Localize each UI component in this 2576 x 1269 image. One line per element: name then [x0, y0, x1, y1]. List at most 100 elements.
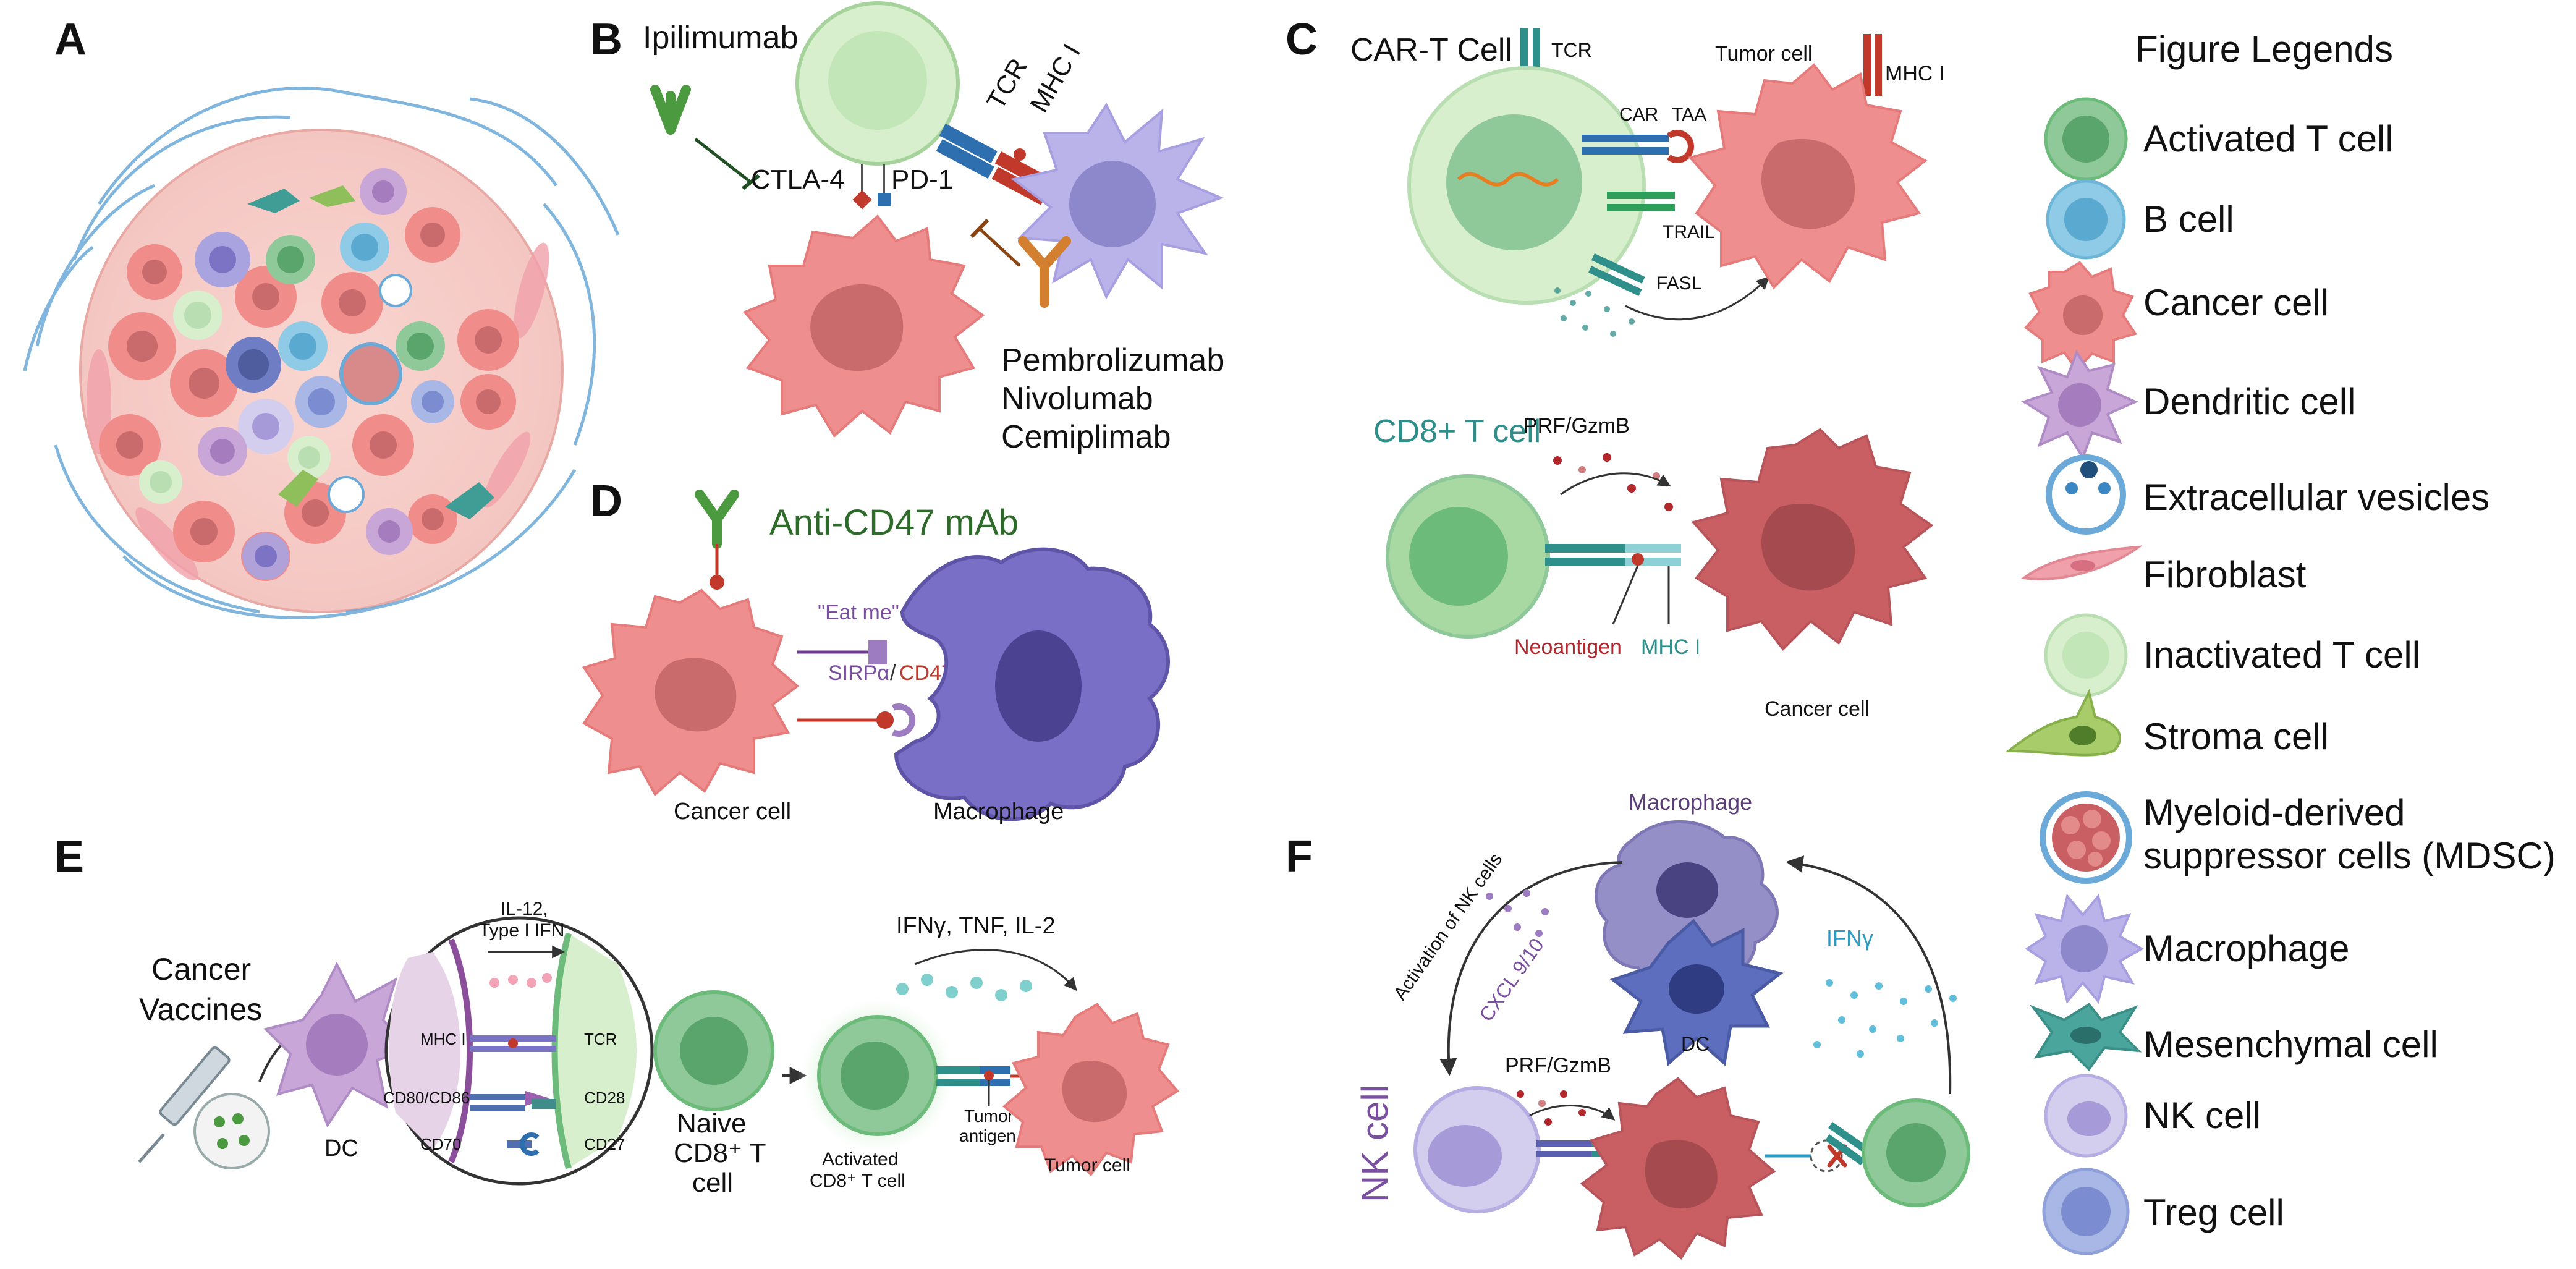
stroma-cell-a2 — [278, 470, 318, 507]
tcr-receptor-f — [1825, 1122, 1868, 1165]
naive-nucleus — [680, 1017, 748, 1085]
panel-letter-d: D — [590, 477, 622, 526]
dc-nucleus-e — [306, 1014, 368, 1076]
ctla4-receptor-icon — [852, 190, 872, 210]
legend-label-treg-cell: Treg cell — [2143, 1192, 2284, 1233]
granule-dots-f — [1517, 1090, 1586, 1126]
tumor-antigen-label-1: Tumor — [964, 1106, 1014, 1126]
legend-item-b-cell: B cell — [2046, 179, 2234, 260]
t-cell-nucleus-b — [828, 31, 927, 130]
panel-d: D Anti-CD47 mAb "Eat me" SIRPα / CD47 Ca… — [582, 477, 1170, 825]
cytokine-dots-e — [489, 973, 552, 988]
legend-item-extracellular-vesicles: Extracellular vesicles — [2046, 454, 2489, 535]
neoantigen-label: Neoantigen — [1514, 635, 1622, 659]
legend-item-stroma-cell: Stroma cell — [2005, 689, 2329, 757]
cart-cell-label: CAR-T Cell — [1350, 32, 1512, 68]
mesenchymal-cell-a1 — [247, 189, 300, 213]
tumor-cell-label-e: Tumor cell — [1044, 1155, 1130, 1176]
granule-dots-c — [1554, 287, 1635, 337]
panel-e: E Cancer Vaccines DC IL-12, Type I IFN M… — [54, 832, 1180, 1198]
immune-cells-cluster — [139, 168, 494, 580]
panel-c: C CAR-T Cell TCR CAR TAA TRAIL FASL Tum — [1286, 15, 1944, 721]
anti-cd47-antibody-icon — [695, 490, 739, 549]
car-gene-icon — [1457, 172, 1559, 187]
cxcl-label: CXCL 9/10 — [1475, 934, 1548, 1025]
panel-a: A — [23, 15, 620, 619]
legend-item-dendritic-cell: Dendritic cell — [2021, 349, 2355, 460]
legend-item-inactivated-t-cell: Inactivated T cell — [2044, 613, 2420, 697]
calreticulin-icon — [868, 640, 887, 664]
ipilimumab-label: Ipilimumab — [643, 20, 798, 56]
mdsc-in-tumor — [339, 342, 402, 405]
panel-b: B Ipilimumab CTLA-4 PD-1 TCR MHC I — [590, 1, 1224, 455]
eat-me-label: "Eat me" — [818, 601, 899, 624]
sirpa-label: SIRPα — [828, 661, 889, 685]
dc-label-e: DC — [324, 1135, 358, 1161]
legend-label-inactivated-t-cell: Inactivated T cell — [2143, 634, 2420, 676]
figure-legend: Figure Legends Activated T cell B cell C… — [2005, 28, 2556, 1255]
legend-title: Figure Legends — [2135, 28, 2393, 70]
cd70-label-e: CD70 — [420, 1135, 461, 1153]
car-label: CAR — [1619, 104, 1658, 125]
mhc-label-e: MHC I — [420, 1030, 466, 1048]
tcr-tumor-antigen-e — [936, 1066, 1044, 1086]
cancer-vaccines-label-1: Cancer — [151, 952, 251, 987]
naive-label-1: Naive — [677, 1108, 747, 1139]
panel-letter-c: C — [1286, 15, 1318, 64]
pd1-blocker-antibody-icon — [1018, 236, 1071, 308]
legend-label-dendritic-cell: Dendritic cell — [2143, 381, 2355, 422]
stroma-cell-a1 — [309, 185, 355, 207]
legend-item-cancer-cell: Cancer cell — [2024, 261, 2329, 372]
legend-label-stroma-cell: Stroma cell — [2143, 716, 2329, 757]
prf-gzmb-label-f: PRF/GzmB — [1505, 1054, 1611, 1077]
cd47-ligand-icon — [876, 711, 894, 729]
nk-cell-label: NK cell — [1354, 1085, 1396, 1202]
sirpa-receptor-icon — [891, 703, 916, 737]
cancer-nucleus-f — [1645, 1140, 1718, 1208]
synapse-receptors-e — [470, 1035, 556, 1156]
naive-label-3: cell — [692, 1168, 733, 1198]
mhc-label-cd8: MHC I — [1641, 635, 1700, 659]
legend-item-mdsc: Myeloid-derived suppressor cells (MDSC) — [2040, 791, 2556, 884]
fasl-receptor-icon — [1588, 253, 1645, 296]
dc-nucleus-f — [1669, 964, 1724, 1014]
legend-label-activated-t-cell: Activated T cell — [2143, 118, 2394, 159]
granule-dots-cd8 — [1553, 453, 1673, 511]
cd27-label-e: CD27 — [584, 1135, 625, 1153]
t-cell-nucleus-f — [1886, 1123, 1946, 1182]
cancer-nucleus-c — [1761, 503, 1855, 591]
activated-label-2: CD8⁺ T cell — [810, 1171, 905, 1191]
legend-item-treg-cell: Treg cell — [2042, 1168, 2284, 1255]
legend-item-nk-cell: NK cell — [2044, 1074, 2261, 1158]
panel-f: F Macrophage DC Activation of NK cells C… — [1286, 789, 1970, 1260]
slash-label: / — [890, 661, 896, 685]
cytokine-label-e: IFNγ, TNF, IL-2 — [896, 913, 1056, 939]
drug-label-3: Cemiplimab — [1001, 419, 1171, 455]
anti-cd47-label: Anti-CD47 mAb — [769, 503, 1019, 543]
prf-gzmb-label-c: PRF/GzmB — [1523, 414, 1630, 438]
taa-label: TAA — [1672, 104, 1706, 125]
macrophage-nucleus-d — [995, 630, 1082, 742]
legend-item-activated-t-cell: Activated T cell — [2044, 97, 2394, 181]
panel-letter-a: A — [54, 15, 87, 64]
cancer-nucleus-d — [655, 658, 737, 732]
apc-nucleus-b — [1069, 161, 1156, 247]
trail-receptor-icon — [1607, 192, 1675, 211]
panel-letter-f: F — [1286, 832, 1313, 881]
ifng-label-f: IFNγ — [1826, 925, 1873, 951]
macrophage-label-f: Macrophage — [1629, 789, 1752, 815]
cancer-vaccines-label-2: Vaccines — [139, 992, 262, 1027]
legend-label-mdsc-2: suppressor cells (MDSC) — [2143, 835, 2556, 876]
il12-label-2: Type I IFN — [479, 920, 564, 941]
macrophage-nucleus-f — [1656, 862, 1718, 918]
legend-item-mesenchymal-cell: Mesenchymal cell — [2030, 1003, 2438, 1072]
tumor-cell-label-c: Tumor cell — [1715, 42, 1812, 66]
cytokine-dots-e2 — [896, 974, 1032, 1001]
pd1-receptor-icon — [878, 193, 891, 206]
tcr-label-b: TCR — [981, 53, 1033, 114]
activated-nucleus-e — [841, 1042, 909, 1110]
ctla4-label: CTLA-4 — [751, 164, 845, 195]
activation-label: Activation of NK cells — [1390, 849, 1507, 1004]
legend-item-macrophage: Macrophage — [2025, 893, 2350, 1004]
